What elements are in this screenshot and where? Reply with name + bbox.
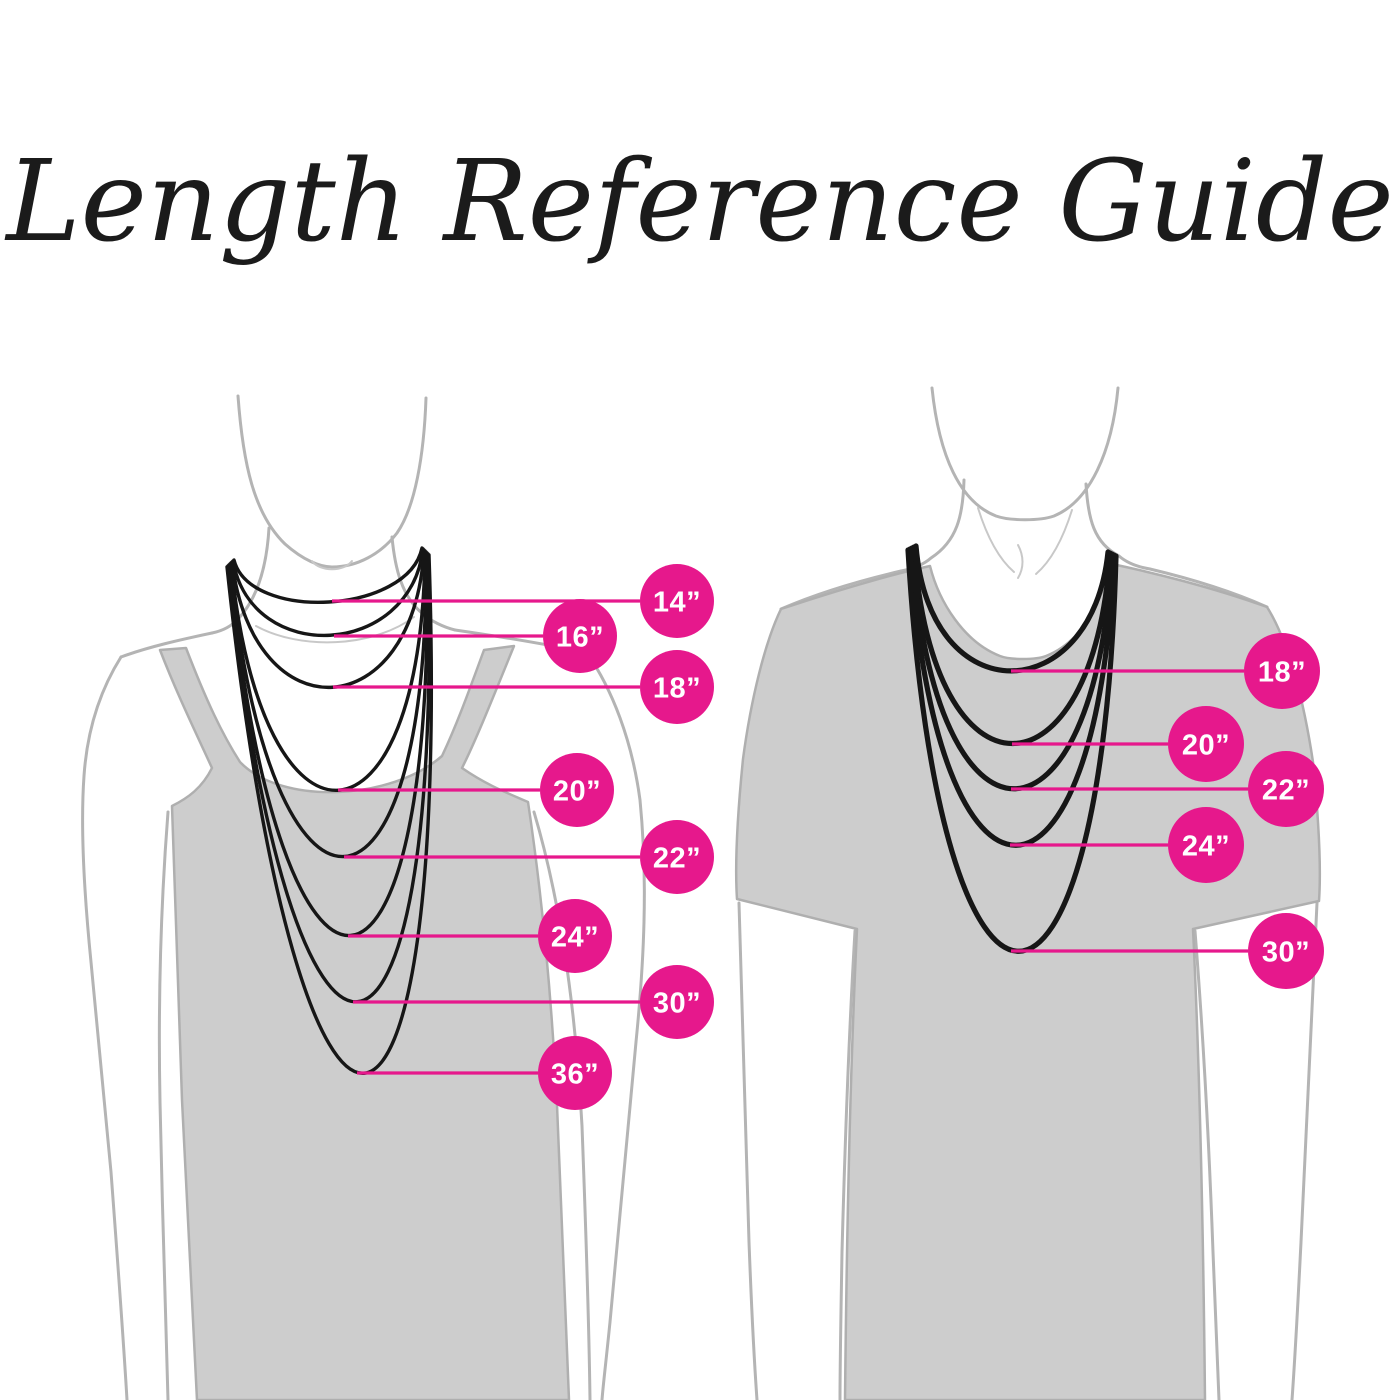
badge-label: 22” [1262,775,1310,807]
female-arm-right-inner [532,810,592,1400]
female-callouts: 14” 16” 18” 20” 22” 24” [332,564,714,1110]
length-callout-f-14: 14” [332,564,714,638]
length-callout-m-20: 20” [1012,706,1244,782]
length-callout-f-20: 20” [338,753,614,827]
male-arm-left-inner [838,929,857,1400]
length-badge [1168,807,1244,883]
length-callout-f-16: 16” [334,599,617,673]
length-badge [1168,706,1244,782]
badge-label: 14” [653,587,701,619]
badge-label: 16” [556,622,604,654]
badge-label: 30” [1262,937,1310,969]
length-callout-m-18: 18” [1011,633,1320,709]
length-callout-m-30: 30” [1011,913,1324,989]
male-figure [735,386,1321,1400]
length-callout-m-24: 24” [1010,807,1244,883]
male-arm-left-outer [737,901,759,1400]
badge-label: 30” [653,988,701,1020]
badge-label: 36” [551,1059,599,1091]
length-callout-f-24: 24” [348,899,612,973]
male-arm-right-inner [1193,929,1221,1400]
length-badge [538,899,612,973]
male-tshirt [735,562,1321,1400]
necklace-arc-16in [231,547,425,637]
length-badge [1248,913,1324,989]
length-badge [1244,633,1320,709]
male-callouts: 18” 20” 22” 24” 30” [1010,633,1324,989]
necklace-arc-18in [230,548,426,690]
male-neck-right [1084,482,1152,571]
length-callout-f-36: 36” [357,1036,612,1110]
necklace-arc-20in [229,549,427,792]
male-neck-muscle-right [1035,509,1073,575]
length-callout-f-22: 22” [344,820,714,894]
male-arm-right-outer [1290,901,1319,1400]
page-title: Length Reference Guide [4,137,1394,267]
female-tank-top [158,644,571,1400]
female-arm-left-outer [81,655,129,1400]
length-callout-m-22: 22” [1011,751,1324,827]
length-badge [640,965,714,1039]
female-shoulder-left [119,631,214,659]
badge-label: 24” [1182,831,1230,863]
length-callout-f-30: 30” [353,965,714,1039]
female-arm-left-inner [157,810,170,1400]
male-jaw-outline [930,386,1120,522]
female-figure [81,394,646,1400]
badge-label: 20” [1182,730,1230,762]
male-throat-line [1017,544,1024,579]
length-badge [640,564,714,638]
female-collarbone-line [255,616,415,644]
female-neck-left [210,526,271,635]
male-neck-muscle-left [977,507,1015,573]
badge-label: 24” [551,922,599,954]
female-throat-line [311,560,353,571]
length-badge [640,820,714,894]
badge-label: 20” [553,776,601,808]
length-badge [1248,751,1324,827]
badge-label: 18” [1258,657,1306,689]
necklace-arc-14in [232,546,424,604]
badge-label: 22” [653,843,701,875]
length-badge [540,753,614,827]
length-badge [543,599,617,673]
female-jaw-outline [236,394,428,569]
badge-label: 18” [653,673,701,705]
length-callout-f-18: 18” [333,650,714,724]
length-badge [538,1036,612,1110]
female-arm-right-outer [585,651,646,1400]
length-badge [640,650,714,724]
